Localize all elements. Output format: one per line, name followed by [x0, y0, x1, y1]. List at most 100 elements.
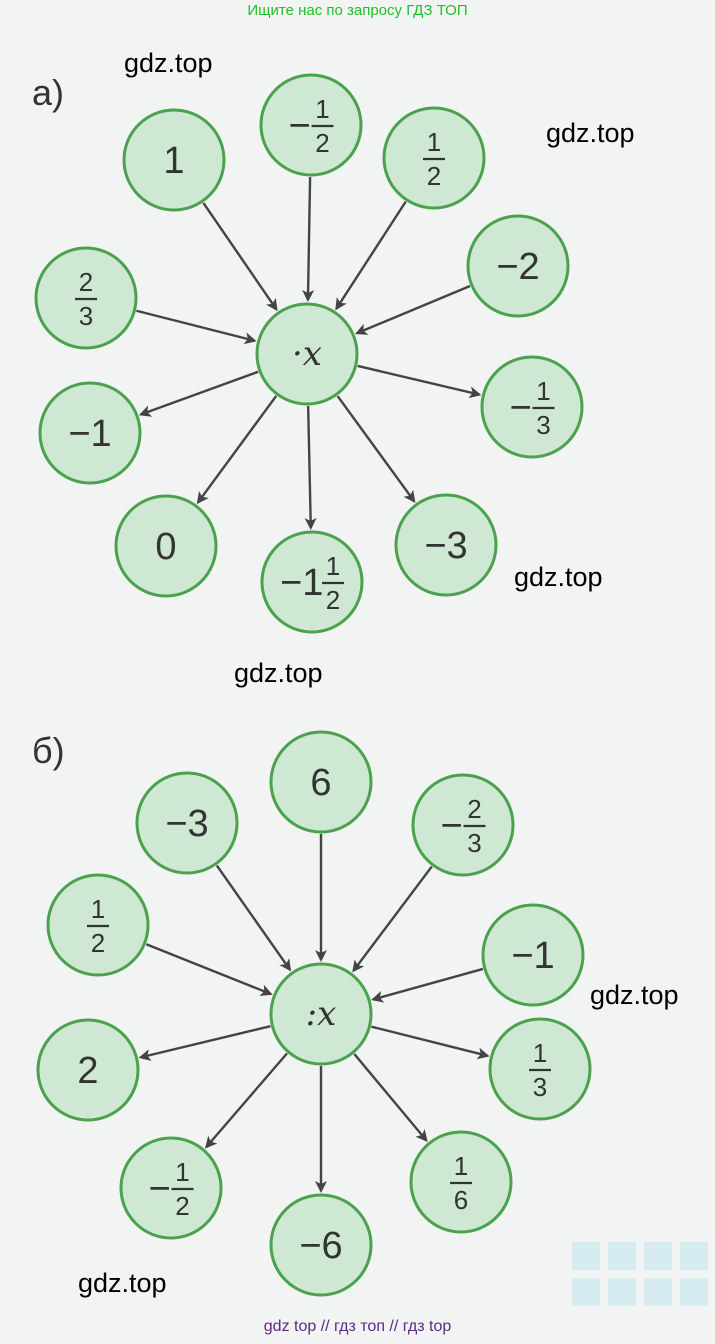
- node-circle: [114, 494, 218, 598]
- node-circle: [466, 214, 570, 318]
- top-banner: Ищите нас по запросу ГДЗ ТОП: [247, 2, 468, 19]
- node-circle: [119, 1136, 223, 1240]
- watermark: gdz.top: [124, 48, 213, 78]
- part-a-input-arrow: [202, 202, 278, 312]
- node-value: −1: [68, 413, 111, 455]
- fraction-denominator: 3: [79, 301, 93, 331]
- watermark: gdz.top: [78, 1268, 167, 1298]
- node-value-prefix: −1: [280, 562, 323, 604]
- watermark: gdz.top: [590, 980, 679, 1010]
- fraction-denominator: 2: [326, 585, 340, 615]
- watermark: gdz.top: [546, 118, 635, 148]
- node-value-prefix: −: [289, 105, 311, 147]
- part-a-output-arrow: [357, 364, 482, 399]
- part-a-input-node: −2: [466, 214, 570, 318]
- node-circle: [259, 73, 363, 177]
- node-circle: [36, 1018, 140, 1122]
- part-a-output-node: −3: [394, 493, 498, 597]
- fraction-numerator: 1: [315, 94, 329, 124]
- fraction-numerator: 2: [79, 267, 93, 297]
- node-circle: [480, 355, 584, 459]
- node-circle: [411, 773, 515, 877]
- part-b-label: б): [32, 730, 65, 771]
- fraction-denominator: 3: [533, 1072, 547, 1102]
- fraction-denominator: 3: [536, 410, 550, 440]
- node-circle: [122, 108, 226, 212]
- part-b-input-node: −2 3: [411, 773, 515, 877]
- node-circle: [38, 381, 142, 485]
- fraction-numerator: 2: [467, 794, 481, 824]
- part-a-input-arrow: [354, 284, 471, 335]
- part-b-output-arrow: [138, 1024, 271, 1061]
- part-a-output-node: −13: [480, 355, 584, 459]
- part-a-input-node: 23: [34, 246, 138, 350]
- fraction-numerator: 1: [91, 894, 105, 924]
- part-a-output-node: −1: [38, 381, 142, 485]
- fraction-numerator: 1: [454, 1151, 468, 1181]
- part-b-output-node: −1 2: [119, 1136, 223, 1240]
- part-a-output-arrow: [336, 395, 416, 503]
- fraction-numerator: 1: [427, 127, 441, 157]
- node-value: −1: [511, 935, 554, 977]
- node-circle: [394, 493, 498, 597]
- part-a-input-arrow: [302, 176, 315, 303]
- part-b-input-arrow: [371, 967, 484, 1003]
- center-operation: :x: [306, 994, 337, 1034]
- node-value: 2: [77, 1050, 98, 1092]
- part-b-input-arrow: [145, 943, 273, 996]
- part-b-center-node: :x: [269, 962, 373, 1066]
- part-a-input-node: −1 2: [259, 73, 363, 177]
- part-a-input-arrow: [136, 309, 257, 345]
- fraction-denominator: 2: [91, 928, 105, 958]
- fraction-numerator: 1: [533, 1038, 547, 1068]
- fraction-denominator: 6: [454, 1185, 468, 1215]
- node-value: 1: [163, 140, 184, 182]
- fraction-denominator: 2: [315, 128, 329, 158]
- node-value: −2: [496, 246, 539, 288]
- fraction-numerator: 1: [175, 1157, 189, 1187]
- fraction-denominator: 3: [467, 828, 481, 858]
- part-a-output-arrow: [138, 370, 259, 417]
- part-b-output-arrow: [371, 1025, 490, 1060]
- node-value: −6: [299, 1225, 342, 1267]
- node-circle: [481, 903, 585, 1007]
- part-b-input-arrow: [352, 865, 433, 973]
- part-b-output-node: −6: [269, 1193, 373, 1297]
- footer-links: gdz top // гдз топ // гдз top: [263, 1318, 452, 1335]
- part-b-input-node: −3: [135, 771, 239, 875]
- node-circle: [269, 1193, 373, 1297]
- part-b-output-arrow: [353, 1053, 428, 1143]
- part-a-output-node: 0: [114, 494, 218, 598]
- part-a-label: а): [32, 72, 65, 113]
- fraction-denominator: 2: [175, 1191, 189, 1221]
- part-b-input-node: 12: [46, 873, 150, 977]
- center-circle: [255, 302, 359, 406]
- fraction-numerator: 1: [326, 551, 340, 581]
- node-circle: [269, 730, 373, 834]
- node-value: 0: [155, 526, 176, 568]
- node-circle: [135, 771, 239, 875]
- node-circle: [260, 530, 364, 634]
- watermark: gdz.top: [234, 658, 323, 688]
- node-value-prefix: −: [441, 805, 463, 847]
- fraction-numerator: 1: [536, 376, 550, 406]
- node-value: −3: [424, 525, 467, 567]
- part-a-output-arrow: [196, 395, 278, 505]
- part-b-output-node: 2: [36, 1018, 140, 1122]
- part-a-input-node: 12: [382, 106, 486, 210]
- node-value: −3: [165, 803, 208, 845]
- part-a-center-node: ·x: [255, 302, 359, 406]
- part-b-output-node: 13: [488, 1017, 592, 1121]
- center-operation: ·x: [292, 334, 322, 374]
- node-value: 6: [310, 762, 331, 804]
- part-a-input-node: 1: [122, 108, 226, 212]
- part-b-input-node: −1: [481, 903, 585, 1007]
- part-a-output-arrow: [304, 405, 317, 531]
- part-b-output-arrow: [204, 1052, 288, 1149]
- part-b-output-node: 16: [409, 1130, 513, 1234]
- part-b-input-arrow: [215, 864, 292, 972]
- fraction-denominator: 2: [427, 161, 441, 191]
- node-value-prefix: −: [149, 1168, 171, 1210]
